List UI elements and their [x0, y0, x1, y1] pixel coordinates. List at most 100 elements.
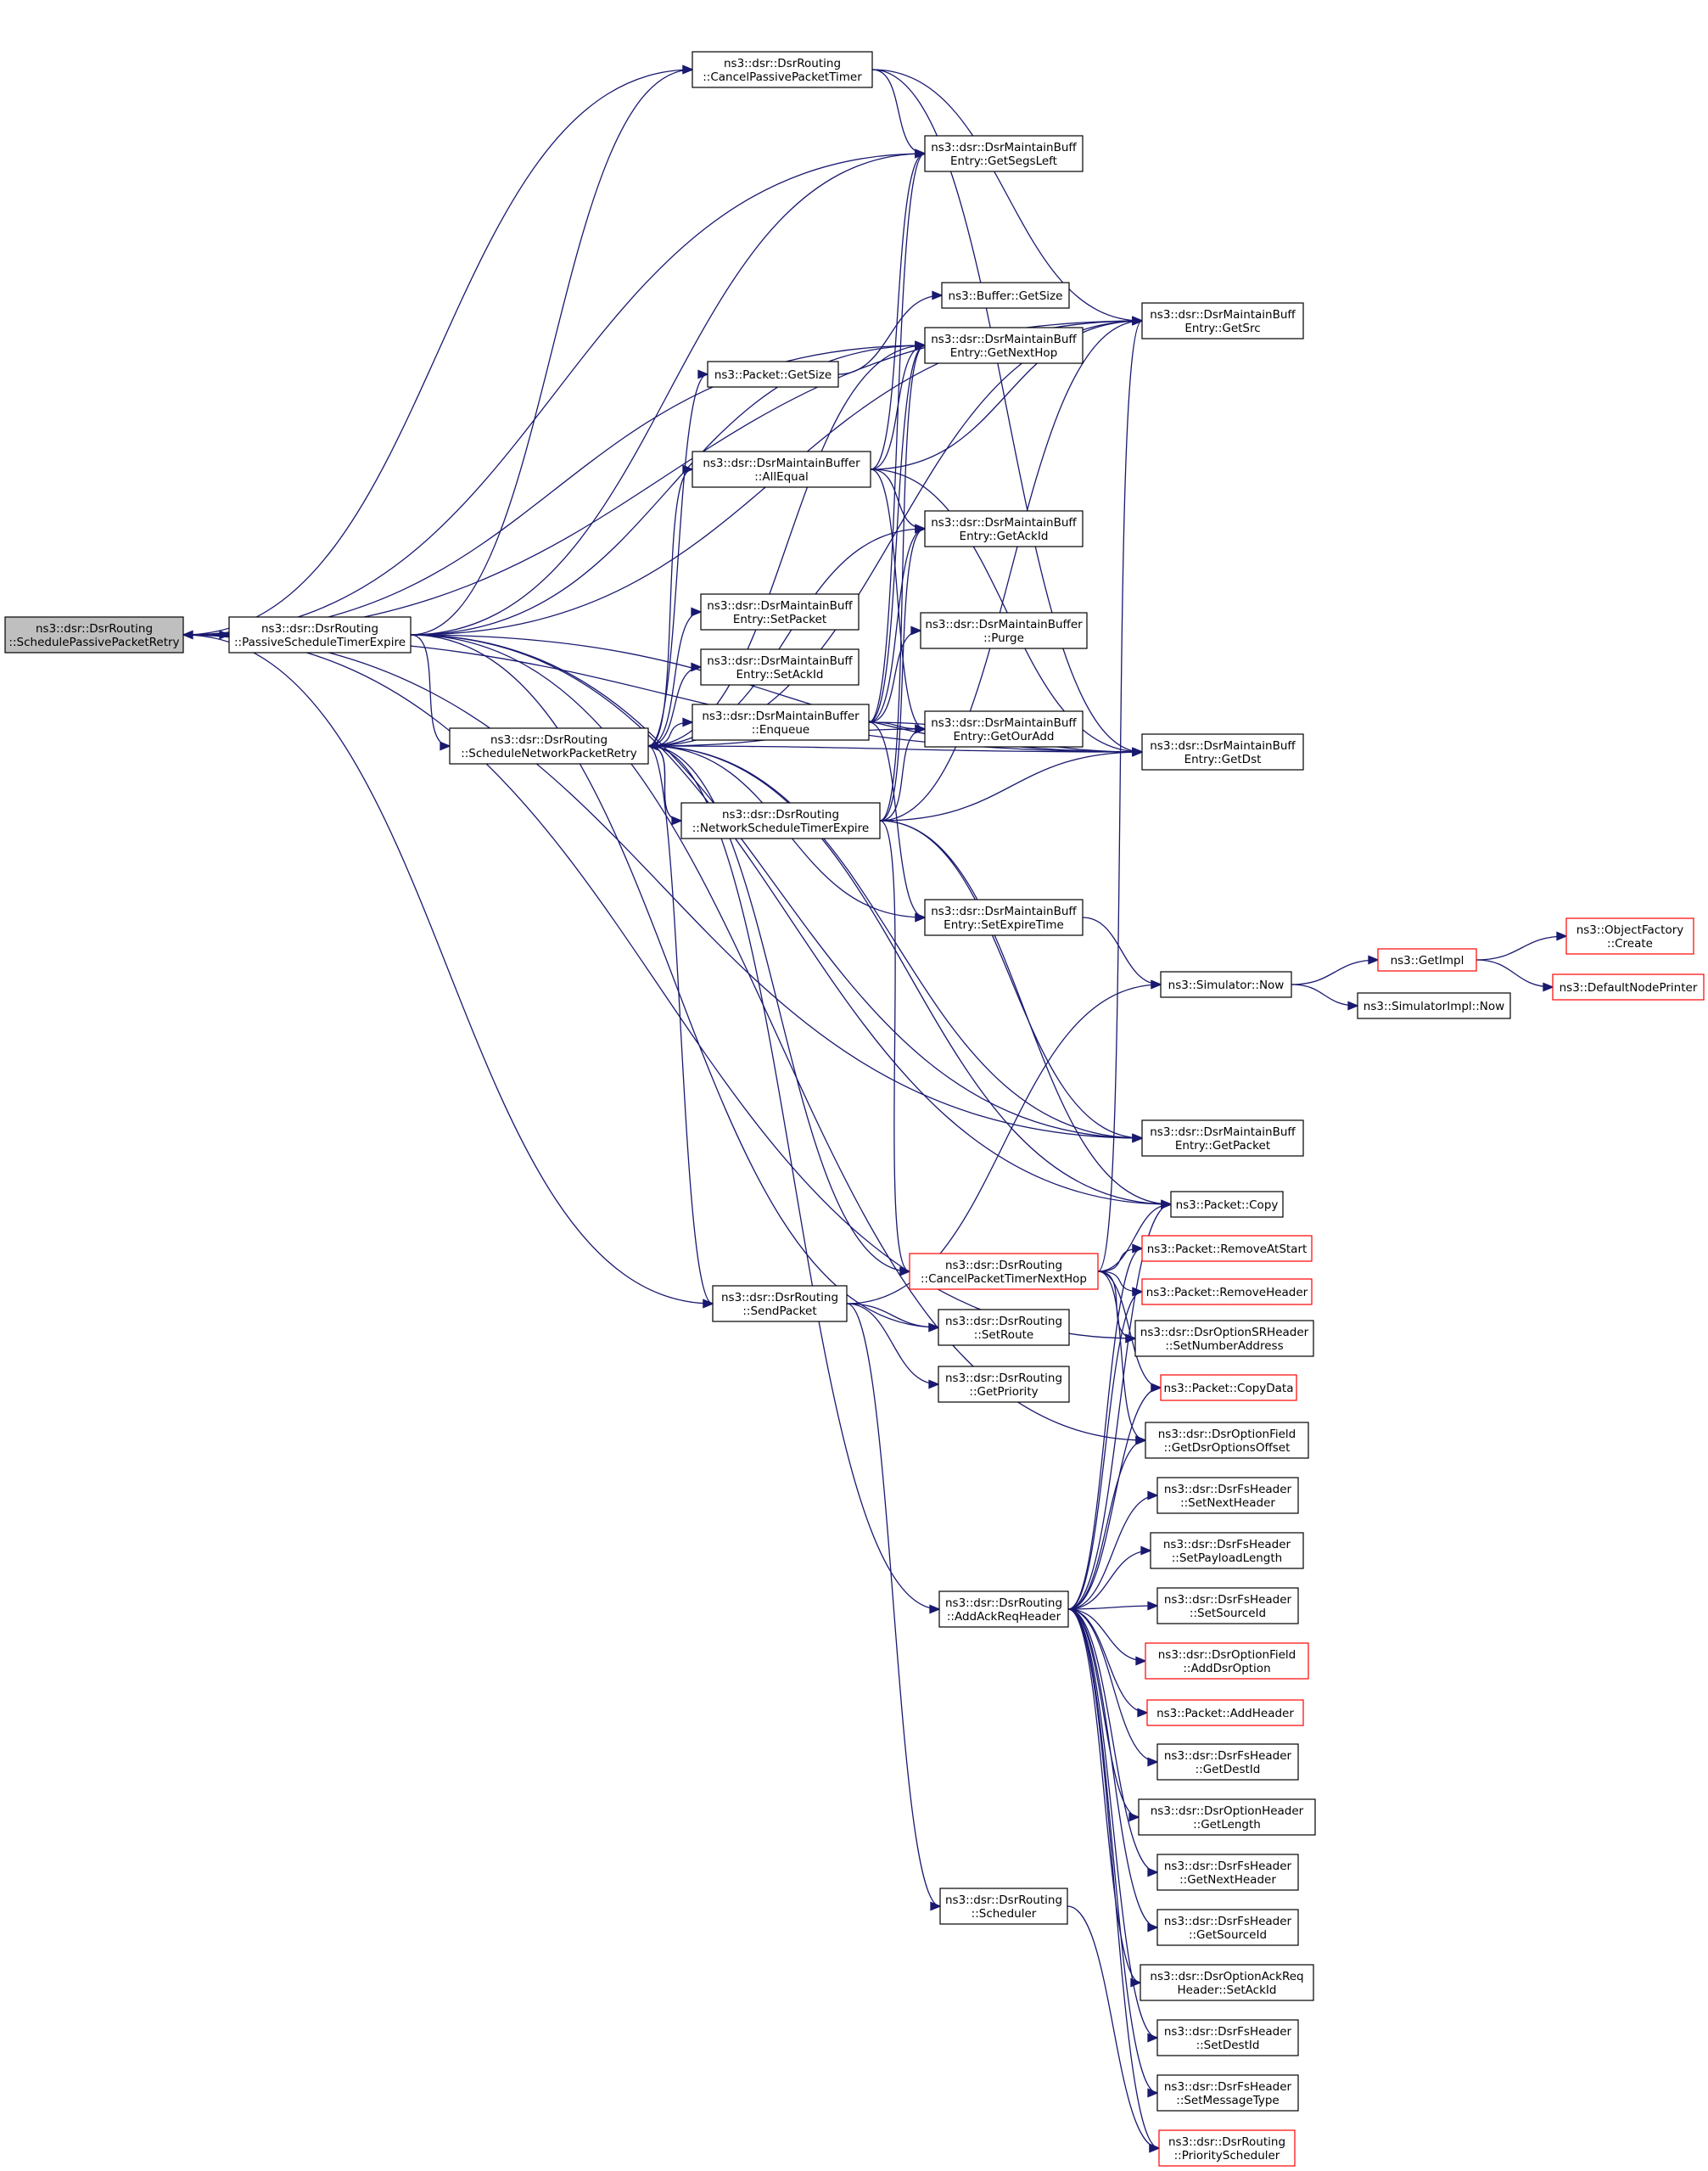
node-sendPacket[interactable]: ns3::dsr::DsrRouting::SendPacket	[712, 1285, 848, 1322]
node-label: ns3::dsr::DsrOptionHeader	[1151, 1804, 1304, 1818]
node-box	[1170, 1191, 1284, 1218]
node-simNow[interactable]: ns3::Simulator::Now	[1160, 971, 1292, 998]
edge-allEqual-to-getOurAdd	[870, 468, 927, 734]
node-ackReqSetAckId[interactable]: ns3::dsr::DsrOptionAckReqHeader::SetAckI…	[1140, 1964, 1314, 2001]
node-box	[1141, 1278, 1313, 1305]
node-getNextHeader[interactable]: ns3::dsr::DsrFsHeader::GetNextHeader	[1156, 1854, 1299, 1891]
node-label: ::CancelPacketTimerNextHop	[921, 1272, 1087, 1286]
edge-sendPacket-to-getPriority	[846, 1303, 940, 1389]
node-pktGetSize[interactable]: ns3::Packet::GetSize	[707, 361, 839, 388]
node-getSourceId[interactable]: ns3::dsr::DsrFsHeader::GetSourceId	[1156, 1909, 1299, 1946]
node-getSegsLeft[interactable]: ns3::dsr::DsrMaintainBuffEntry::GetSegsL…	[924, 135, 1084, 172]
node-label: ::SetSourceId	[1190, 1607, 1266, 1620]
edge-schedNetRetry-to-addAckReq	[647, 745, 941, 1614]
node-label: ns3::dsr::DsrMaintainBuff	[931, 716, 1077, 730]
node-label: ::Create	[1607, 937, 1653, 951]
node-getOptOffset[interactable]: ns3::dsr::DsrOptionField::GetDsrOptionsO…	[1145, 1422, 1309, 1459]
node-box	[1156, 1909, 1299, 1946]
node-label: ns3::dsr::DsrMaintainBuff	[931, 141, 1077, 154]
node-label: Header::SetAckId	[1178, 1983, 1277, 1997]
node-layer: ns3::dsr::DsrRouting::SchedulePassivePac…	[4, 51, 1705, 2167]
edge-netSchedExpire-to-schedNetRetry	[647, 741, 682, 822]
node-label: ns3::dsr::DsrFsHeader	[1164, 1749, 1292, 1763]
node-getOurAdd[interactable]: ns3::dsr::DsrMaintainBuffEntry::GetOurAd…	[924, 710, 1084, 748]
node-label: Entry::GetPacket	[1175, 1139, 1270, 1153]
node-setRoute[interactable]: ns3::dsr::DsrRouting::SetRoute	[938, 1309, 1070, 1346]
node-box	[1565, 917, 1694, 955]
node-bufGetSize[interactable]: ns3::Buffer::GetSize	[941, 282, 1070, 309]
node-label: ns3::dsr::DsrRouting	[490, 733, 608, 747]
node-label: Entry::GetOurAdd	[954, 730, 1055, 743]
node-getPacket[interactable]: ns3::dsr::DsrMaintainBuffEntry::GetPacke…	[1141, 1119, 1304, 1157]
node-allEqual[interactable]: ns3::dsr::DsrMaintainBuffer::AllEqual	[692, 451, 871, 488]
node-label: ns3::dsr::DsrMaintainBuffer	[702, 710, 860, 723]
edge-psTimerExpire-to-cancelPassive	[410, 65, 694, 636]
node-netSchedExpire[interactable]: ns3::dsr::DsrRouting::NetworkScheduleTim…	[680, 802, 881, 839]
node-label: ns3::dsr::DsrMaintainBuffer	[703, 457, 860, 470]
edge-addAckReq-to-setDestId	[1067, 1608, 1159, 2043]
node-label: ::PassiveScheduleTimerExpire	[234, 636, 406, 649]
node-objCreate[interactable]: ns3::ObjectFactory::Create	[1565, 917, 1694, 955]
node-label: ns3::dsr::DsrFsHeader	[1164, 1915, 1292, 1928]
node-removeHeader[interactable]: ns3::Packet::RemoveHeader	[1141, 1278, 1313, 1305]
node-box	[941, 282, 1070, 309]
node-label: ::SetRoute	[974, 1328, 1033, 1342]
edge-schedNetRetry-to-pktGetSize	[647, 369, 709, 747]
edge-addAckReq-to-setSourceId	[1067, 1601, 1159, 1611]
node-removeAtStart[interactable]: ns3::Packet::RemoveAtStart	[1141, 1235, 1313, 1262]
node-setExpireTime[interactable]: ns3::dsr::DsrMaintainBuffEntry::SetExpir…	[924, 899, 1084, 936]
node-label: Entry::SetPacket	[733, 613, 826, 626]
node-getImpl[interactable]: ns3::GetImpl	[1377, 948, 1477, 972]
node-enqueue[interactable]: ns3::dsr::DsrMaintainBuffer::Enqueue	[692, 704, 870, 741]
node-setSourceId[interactable]: ns3::dsr::DsrFsHeader::SetSourceId	[1156, 1587, 1299, 1624]
node-cancelPassive[interactable]: ns3::dsr::DsrRouting::CancelPassivePacke…	[692, 51, 873, 88]
node-copyData[interactable]: ns3::Packet::CopyData	[1160, 1374, 1297, 1401]
edge-schedNetRetry-to-setPacket	[647, 607, 703, 747]
node-label: ns3::Packet::Copy	[1176, 1198, 1279, 1212]
node-getDestId[interactable]: ns3::dsr::DsrFsHeader::GetDestId	[1156, 1743, 1299, 1781]
node-box	[1156, 1743, 1299, 1781]
node-psTimerExpire[interactable]: ns3::dsr::DsrRouting::PassiveScheduleTim…	[228, 616, 412, 654]
node-simImplNow[interactable]: ns3::SimulatorImpl::Now	[1357, 992, 1511, 1019]
node-box	[4, 616, 184, 654]
node-setMsgType[interactable]: ns3::dsr::DsrFsHeader::SetMessageType	[1156, 2074, 1299, 2112]
node-box	[1156, 1854, 1299, 1891]
node-setNumAddr[interactable]: ns3::dsr::DsrOptionSRHeader::SetNumberAd…	[1134, 1320, 1314, 1357]
node-label: ::SetPayloadLength	[1172, 1551, 1282, 1565]
node-scheduler[interactable]: ns3::dsr::DsrRouting::Scheduler	[939, 1888, 1068, 1925]
node-box	[1158, 2129, 1296, 2167]
node-cancelNextHop[interactable]: ns3::dsr::DsrRouting::CancelPacketTimerN…	[909, 1253, 1099, 1290]
edge-schedNetRetry-to-sendPacket	[647, 745, 714, 1309]
node-schedNetRetry[interactable]: ns3::dsr::DsrRouting::ScheduleNetworkPac…	[449, 727, 649, 765]
node-setPayloadLen[interactable]: ns3::dsr::DsrFsHeader::SetPayloadLength	[1150, 1532, 1304, 1569]
node-box	[1156, 1477, 1299, 1514]
node-box	[1141, 733, 1304, 771]
node-box	[1145, 1642, 1309, 1680]
node-box	[1150, 1532, 1304, 1569]
node-setNextHeader[interactable]: ns3::dsr::DsrFsHeader::SetNextHeader	[1156, 1477, 1299, 1514]
node-purge[interactable]: ns3::dsr::DsrMaintainBuffer::Purge	[920, 612, 1088, 649]
node-pktCopy[interactable]: ns3::Packet::Copy	[1170, 1191, 1284, 1218]
node-label: ::AddAckReqHeader	[947, 1610, 1061, 1624]
node-label: ns3::dsr::DsrFsHeader	[1164, 2080, 1292, 2094]
node-getLength[interactable]: ns3::dsr::DsrOptionHeader::GetLength	[1138, 1798, 1316, 1836]
node-label: ::GetDestId	[1196, 1763, 1261, 1776]
node-label: ns3::dsr::DsrOptionField	[1158, 1648, 1296, 1662]
node-setPacket[interactable]: ns3::dsr::DsrMaintainBuffEntry::SetPacke…	[700, 593, 860, 631]
node-box	[692, 451, 871, 488]
node-defaultPrinter[interactable]: ns3::DefaultNodePrinter	[1552, 973, 1705, 1001]
node-prioSched[interactable]: ns3::dsr::DsrRouting::PriorityScheduler	[1158, 2129, 1296, 2167]
node-root[interactable]: ns3::dsr::DsrRouting::SchedulePassivePac…	[4, 616, 184, 654]
node-getNextHop[interactable]: ns3::dsr::DsrMaintainBuffEntry::GetNextH…	[924, 327, 1084, 364]
node-addHeader[interactable]: ns3::Packet::AddHeader	[1146, 1699, 1304, 1726]
node-getPriority[interactable]: ns3::dsr::DsrRouting::GetPriority	[938, 1366, 1070, 1403]
node-addAckReq[interactable]: ns3::dsr::DsrRouting::AddAckReqHeader	[938, 1590, 1069, 1628]
node-label: ns3::dsr::DsrRouting	[1168, 2135, 1285, 2149]
node-setDestId[interactable]: ns3::dsr::DsrFsHeader::SetDestId	[1156, 2019, 1299, 2056]
node-addDsrOption[interactable]: ns3::dsr::DsrOptionField::AddDsrOption	[1145, 1642, 1309, 1680]
edge-sendPacket-to-scheduler	[846, 1303, 942, 1911]
